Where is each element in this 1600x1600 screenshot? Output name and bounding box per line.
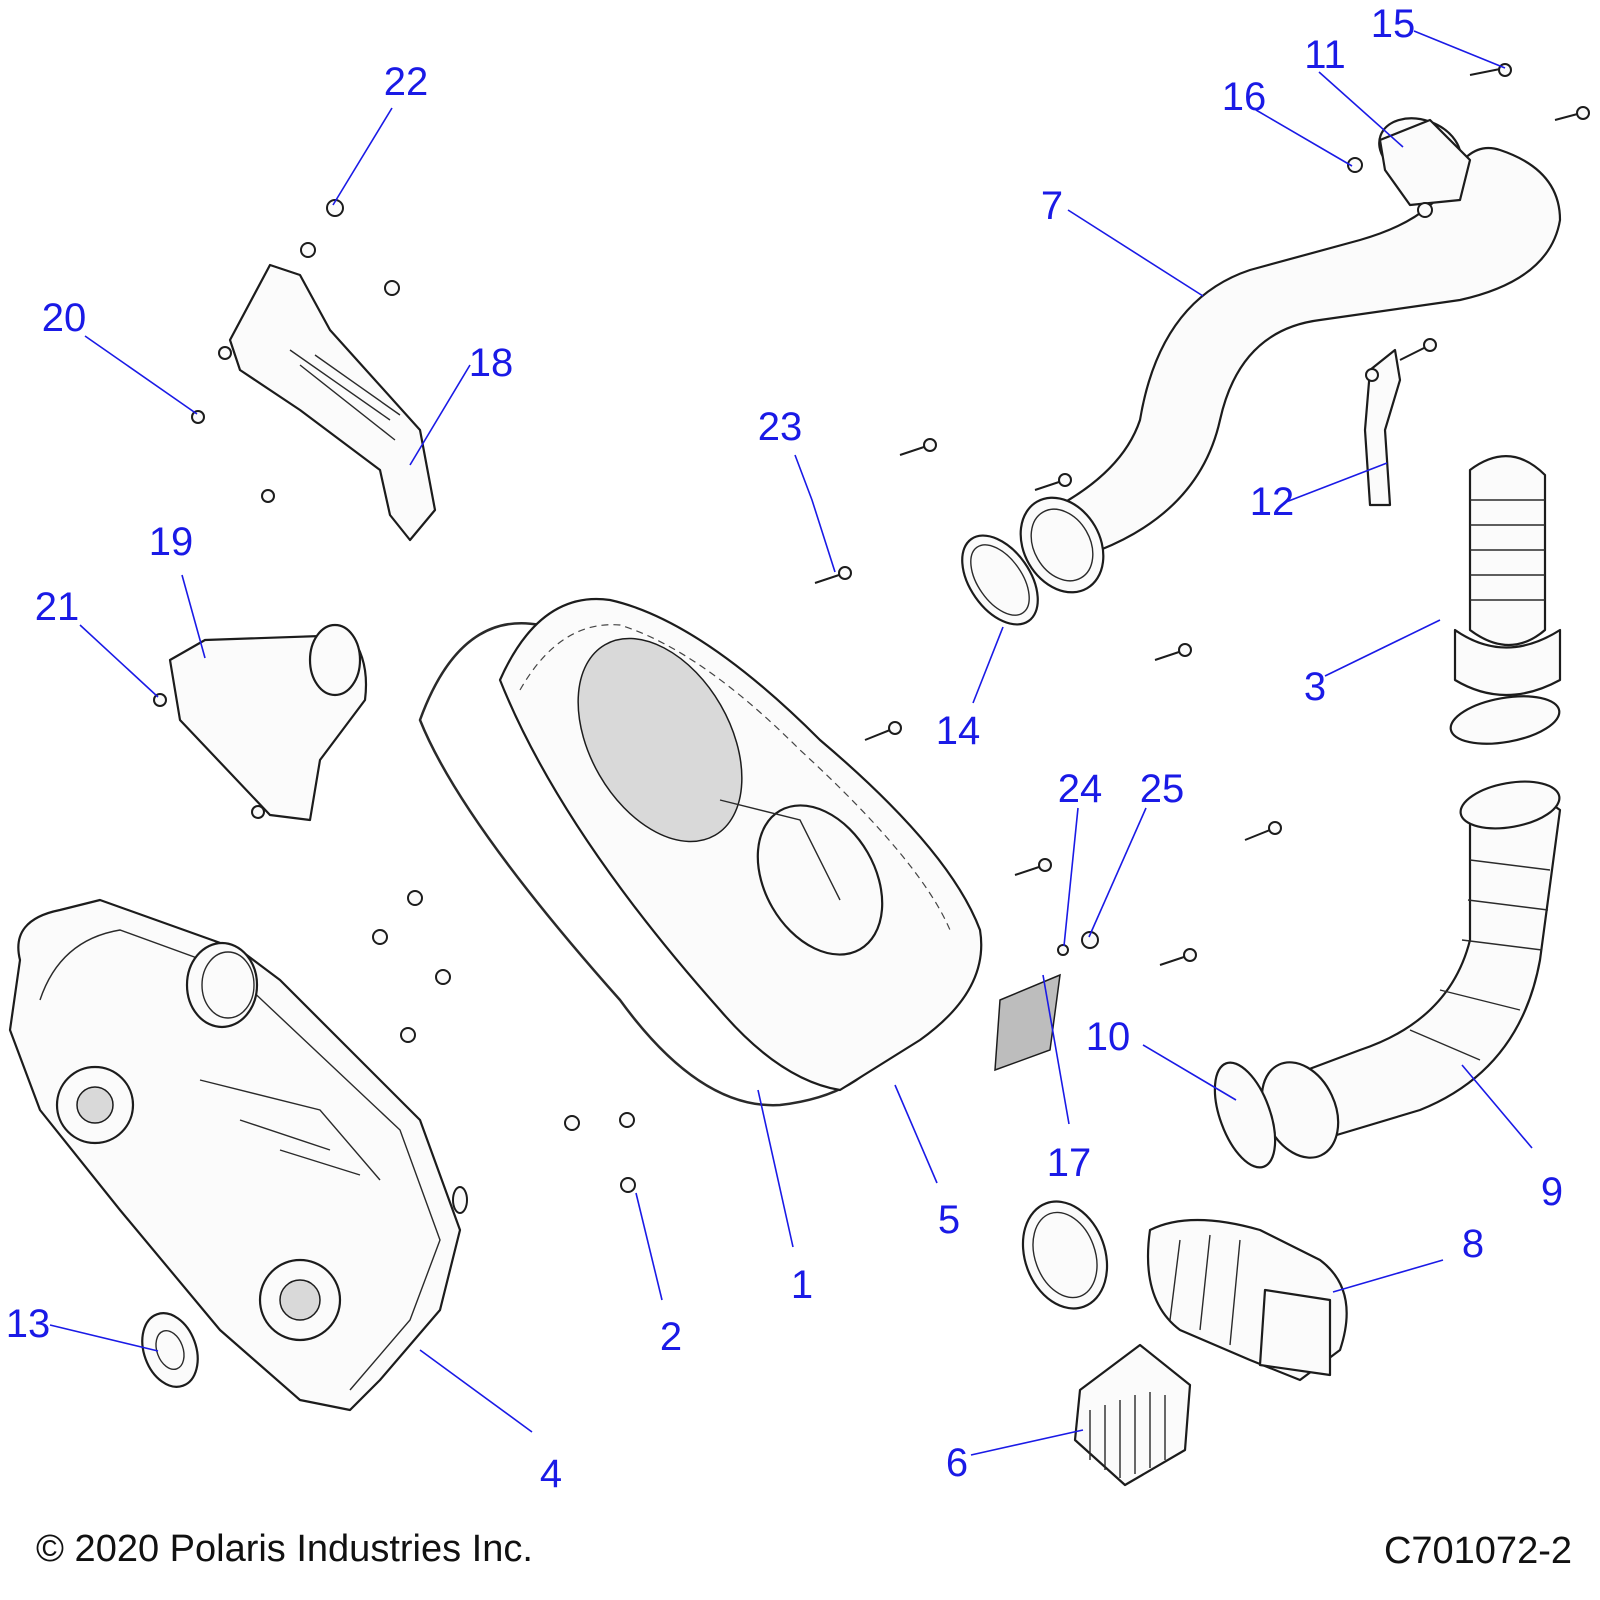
part-intake-filter xyxy=(1453,455,1562,696)
part-clamp-middle xyxy=(1449,695,1561,745)
callout-17: 17 xyxy=(1047,1141,1092,1185)
callout-20: 20 xyxy=(42,296,87,340)
callout-3: 3 xyxy=(1304,665,1326,709)
callout-6: 6 xyxy=(946,1441,968,1485)
part-bellows-elbow xyxy=(1260,780,1562,1159)
callout-12: 12 xyxy=(1250,480,1295,524)
part-seal-ring xyxy=(141,1312,199,1388)
callout-22: 22 xyxy=(384,60,429,104)
part-outer-clutch-cover xyxy=(8,898,462,1412)
part-coupler xyxy=(1378,118,1472,207)
callout-8: 8 xyxy=(1462,1222,1484,1266)
callout-10: 10 xyxy=(1086,1015,1131,1059)
copyright-notice: © 2020 Polaris Industries Inc. xyxy=(36,1528,533,1570)
callout-2: 2 xyxy=(660,1315,682,1359)
callout-14: 14 xyxy=(936,709,981,753)
callout-15: 15 xyxy=(1371,2,1416,46)
callout-19: 19 xyxy=(149,520,194,564)
fasteners xyxy=(153,63,1590,1214)
figure-code: C701072-2 xyxy=(1383,1530,1572,1572)
callout-25: 25 xyxy=(1140,767,1185,811)
callout-13: 13 xyxy=(6,1302,51,1346)
callout-11: 11 xyxy=(1304,33,1346,77)
part-foam-pad xyxy=(994,973,1061,1072)
callout-9: 9 xyxy=(1541,1170,1563,1214)
callout-16: 16 xyxy=(1222,75,1267,119)
callout-5: 5 xyxy=(938,1198,960,1242)
part-heat-shield xyxy=(228,263,437,542)
part-screen-grille xyxy=(1073,1343,1192,1487)
callout-21: 21 xyxy=(35,585,80,629)
callout-23: 23 xyxy=(758,405,803,449)
part-outlet-duct xyxy=(1146,1218,1348,1382)
leader-lines xyxy=(49,30,1533,1456)
part-clamp-upper xyxy=(961,534,1039,626)
callout-labels: 1 2 3 4 5 6 7 8 9 10 11 12 13 14 15 16 1… xyxy=(6,2,1563,1496)
callout-4: 4 xyxy=(540,1452,562,1496)
part-bracket xyxy=(1363,348,1402,507)
callout-7: 7 xyxy=(1041,184,1063,228)
part-clamp-outlet xyxy=(1021,1200,1109,1310)
callout-18: 18 xyxy=(469,341,514,385)
part-air-deflector xyxy=(168,623,368,822)
callout-1: 1 xyxy=(791,1263,813,1307)
part-inner-clutch-cover xyxy=(498,597,983,1092)
callout-24: 24 xyxy=(1058,767,1103,811)
part-clamp-lower xyxy=(1213,1061,1277,1169)
